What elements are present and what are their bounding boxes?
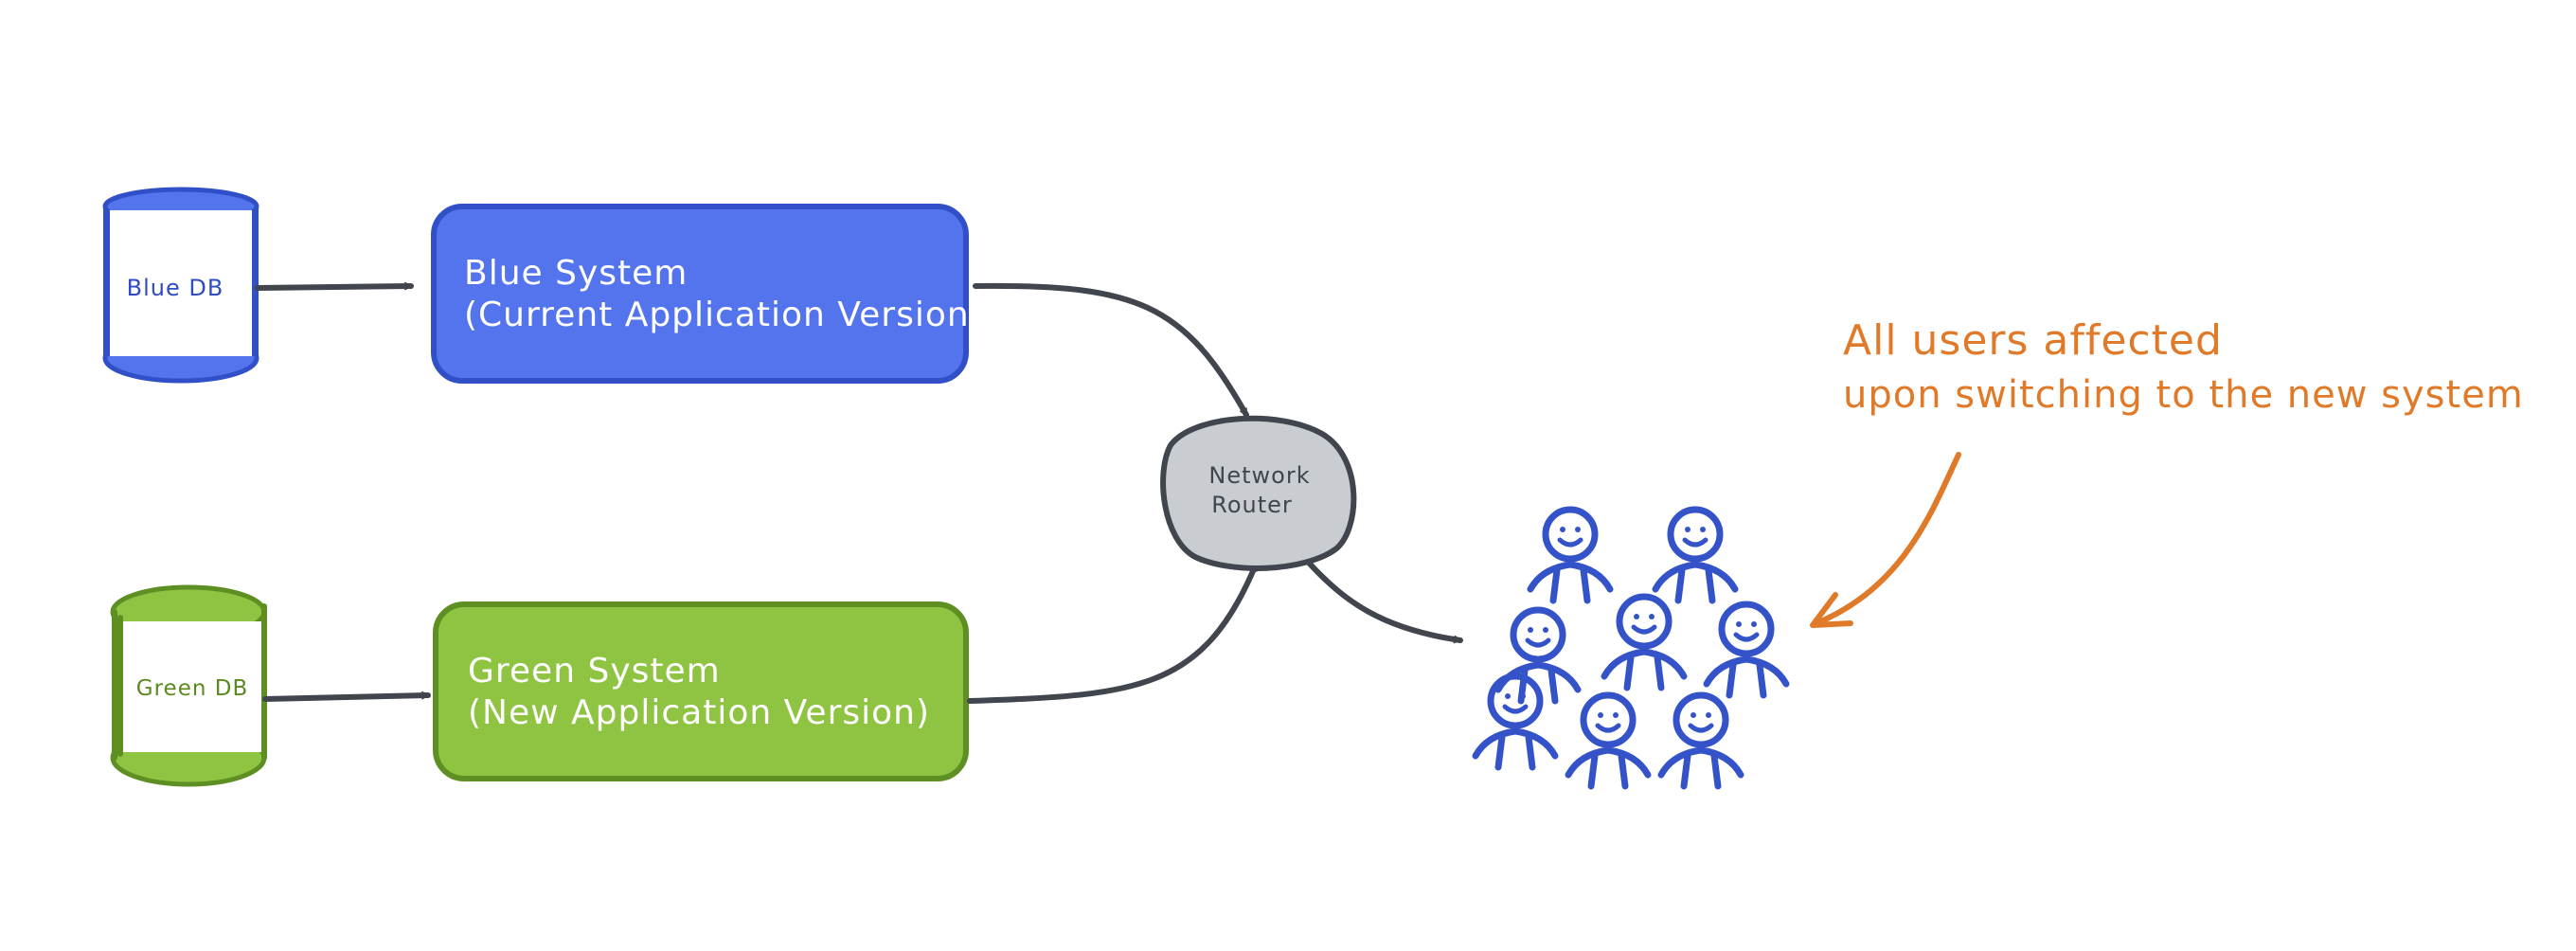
blue-system-title: Blue System bbox=[464, 254, 688, 293]
router-label-line1: Network bbox=[1208, 462, 1310, 489]
annotation: All users affected upon switching to the… bbox=[1810, 316, 2524, 628]
connector-arrows bbox=[255, 281, 1463, 704]
green-system-box: Green System (New Application Version) bbox=[433, 601, 969, 781]
green-system-subtitle: (New Application Version) bbox=[468, 693, 930, 732]
user-figure bbox=[1652, 506, 1739, 604]
user-figure bbox=[1527, 506, 1614, 604]
annotation-line1: All users affected bbox=[1843, 316, 2223, 365]
user-figure bbox=[1657, 691, 1744, 790]
blue-system-subtitle: (Current Application Version) bbox=[464, 296, 984, 334]
annotation-arrowhead bbox=[1810, 592, 1853, 628]
user-figure bbox=[1601, 593, 1688, 691]
annotation-line2: upon switching to the new system bbox=[1843, 373, 2524, 417]
arrow-blue-system-to-router bbox=[973, 282, 1249, 418]
green-db: Green DB bbox=[110, 584, 267, 787]
blue-db: Blue DB bbox=[102, 187, 259, 384]
arrow-green-system-to-router bbox=[967, 562, 1259, 704]
user-figure bbox=[1565, 691, 1652, 790]
user-figure bbox=[1472, 673, 1559, 771]
green-db-label: Green DB bbox=[136, 676, 248, 701]
blue-system-box: Blue System (Current Application Version… bbox=[431, 204, 984, 384]
arrow-green-db-to-green-system bbox=[262, 691, 431, 702]
arrow-blue-db-to-blue-system bbox=[255, 281, 414, 291]
annotation-arrow bbox=[1814, 452, 1961, 626]
green-system-title: Green System bbox=[468, 652, 721, 691]
router-label-line2: Router bbox=[1211, 492, 1293, 518]
user-figure bbox=[1703, 601, 1790, 699]
arrow-router-to-users bbox=[1304, 558, 1463, 644]
users-crowd-icon bbox=[1472, 506, 1790, 790]
network-router: Network Router bbox=[1160, 415, 1357, 571]
blue-db-label: Blue DB bbox=[127, 275, 224, 301]
